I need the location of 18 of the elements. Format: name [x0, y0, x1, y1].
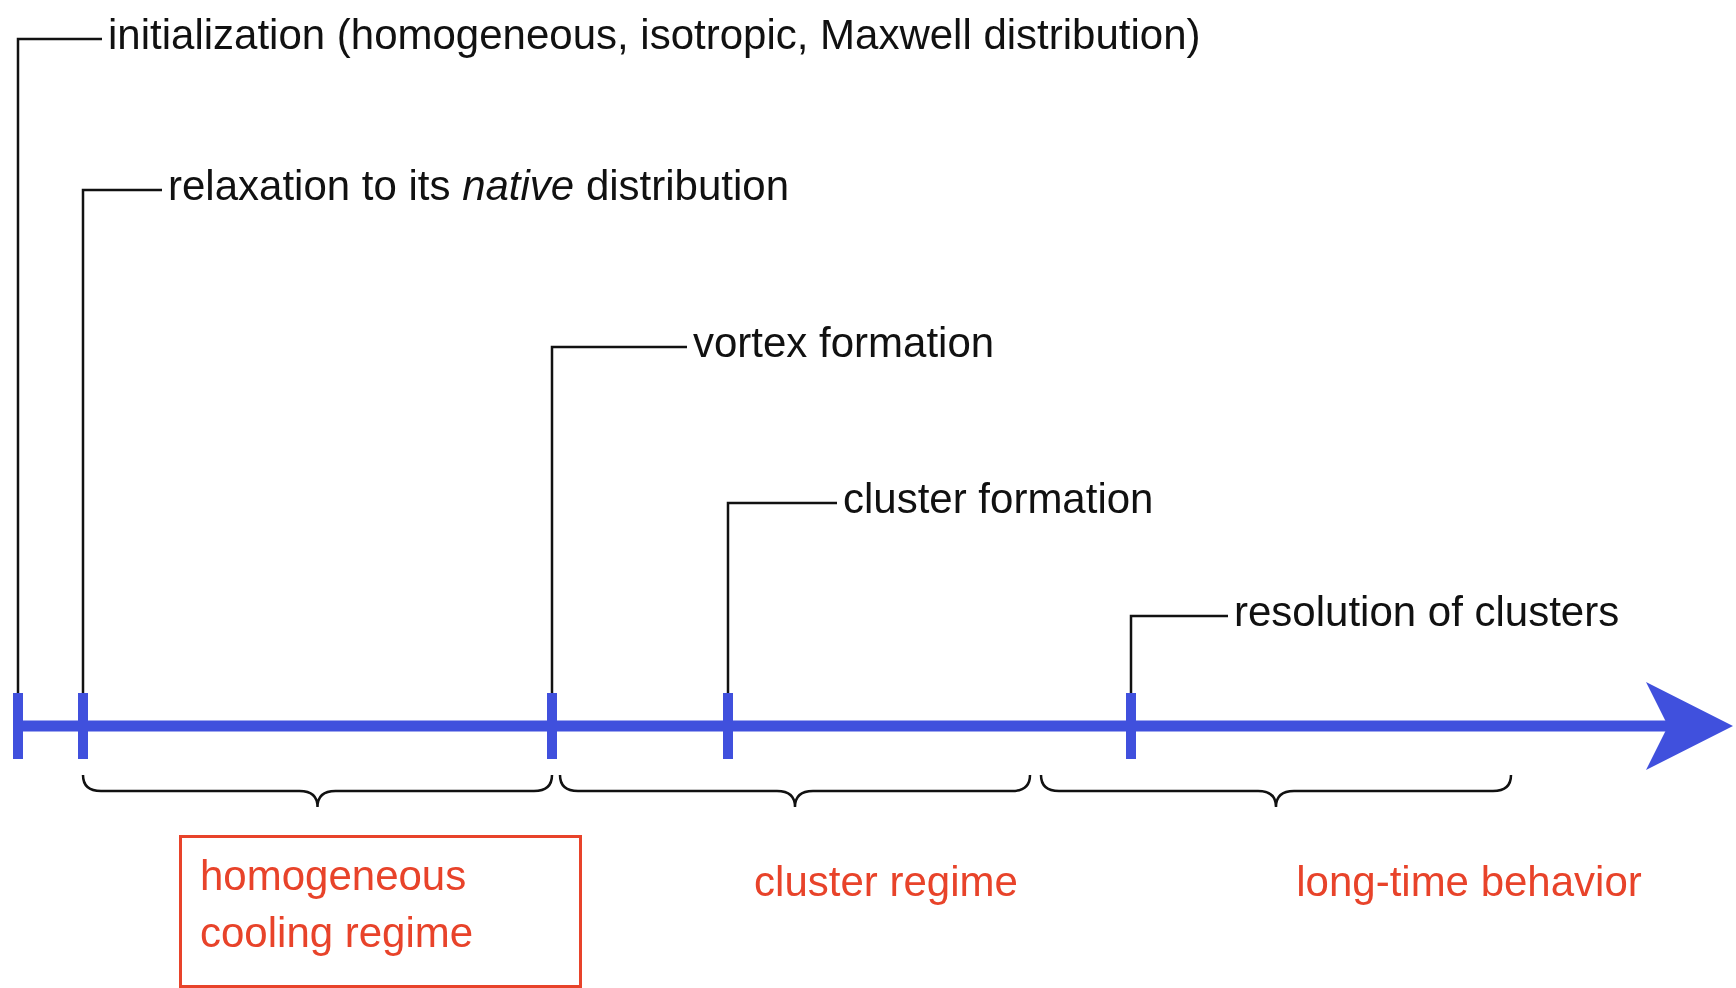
regime-label: cluster regime: [754, 858, 1018, 906]
event-label: resolution of clusters: [1234, 588, 1620, 636]
leader-line: [550, 345, 687, 693]
regime-label-box: homogeneous cooling regime: [179, 835, 582, 988]
tick-mark: [1126, 693, 1136, 759]
leader-line: [1129, 614, 1228, 693]
event-label: relaxation to its native distribution: [168, 162, 789, 210]
event-label: cluster formation: [843, 475, 1154, 523]
leader-line: [81, 188, 162, 693]
tick-mark: [723, 693, 733, 759]
event-label: initialization (homogeneous, isotropic, Maxwell distribution): [108, 11, 1201, 59]
event-label: vortex formation: [693, 319, 995, 367]
tick-mark: [547, 693, 557, 759]
leader-line: [726, 501, 837, 693]
leader-line: [16, 37, 102, 693]
tick-mark: [78, 693, 88, 759]
tick-mark: [13, 693, 23, 759]
regime-label: long-time behavior: [1296, 858, 1642, 906]
